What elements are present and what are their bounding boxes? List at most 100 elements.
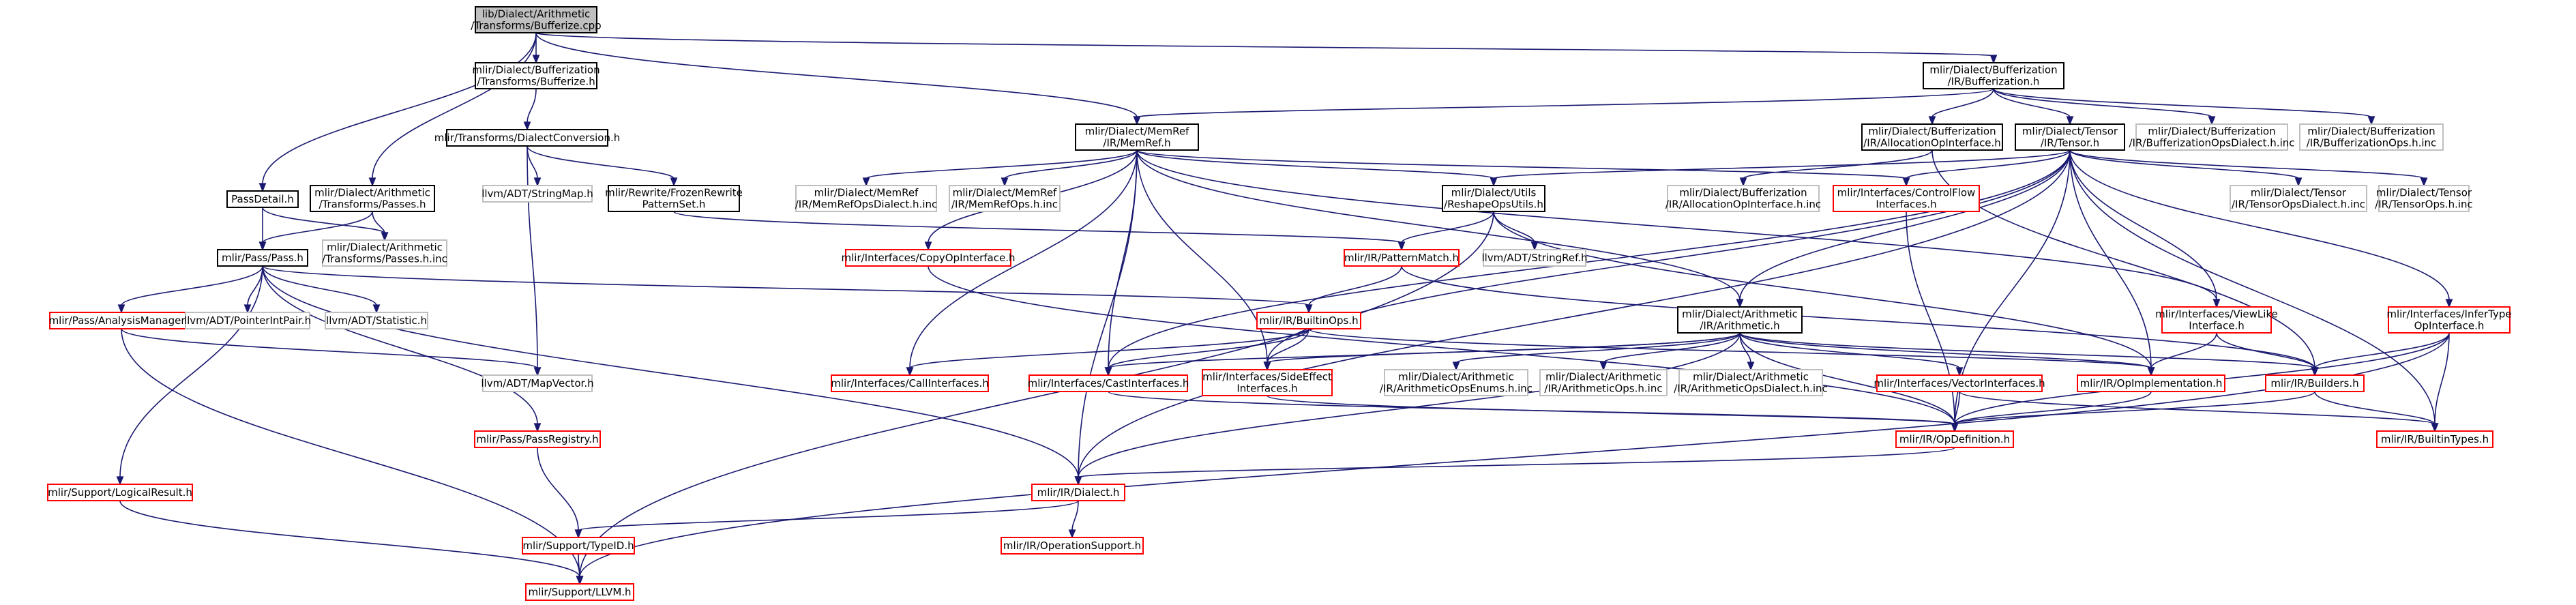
node-mlir-dialect-bufferization-ir-bufferization-h[interactable]: mlir/Dialect/Bufferization/IR/Bufferizat… [1923,62,2064,89]
edge-line [1739,332,1955,425]
node-mlir-dialect-memref-ir-memrefops-h-inc[interactable]: mlir/Dialect/MemRef/IR/MemRefOps.h.inc [949,185,1061,212]
node-lib-dialect-arithmetic-transforms-bufferize-cpp[interactable]: lib/Dialect/Arithmetic/Transforms/Buffer… [471,6,602,33]
node-box [1483,249,1586,267]
node-mlir-ir-builtintypes-h[interactable]: mlir/IR/BuiltinTypes.h [2376,430,2493,448]
edge-n_arith_h-to-n_dialect [1074,332,1741,486]
edge-line [1493,211,2152,369]
edge-arrowhead [2208,116,2216,126]
edge-arrowhead [532,55,540,64]
node-mlir-support-typeid-h[interactable]: mlir/Support/TypeID.h [522,537,635,555]
edge-n_memref-to-n_controlflow [1136,149,1910,187]
node-mlir-dialect-bufferization-transforms-bufferize-h[interactable]: mlir/Dialect/Bufferization/Transforms/Bu… [472,62,600,89]
node-box [1001,537,1144,555]
node-label: Interface.h [2189,320,2244,332]
edge-line [1954,391,2315,425]
node-box [446,129,608,147]
edge-n_dialect-to-n_typeid [574,500,1079,539]
node-mlir-dialect-arithmetic-ir-arithmeticops-h-inc[interactable]: mlir/Dialect/Arithmetic/IR/ArithmeticOps… [1539,369,1668,396]
edge-line [928,265,1955,425]
node-label: mlir/IR/OpDefinition.h [1899,433,2010,445]
node-llvm-adt-mapvector-h[interactable]: llvm/ADT/MapVector.h [481,374,594,392]
node-mlir-dialect-bufferization-ir-allocationopinterface-h-inc[interactable]: mlir/Dialect/Bufferization/IR/Allocation… [1665,185,1821,212]
edge-arrowhead [1739,177,1747,187]
node-label: mlir/Dialect/Bufferization [1679,187,1807,199]
node-box [1876,374,2043,392]
node-label: mlir/Interfaces/SideEffect [1202,371,1332,383]
node-mlir-dialect-bufferization-ir-allocationopinterface-h[interactable]: mlir/Dialect/Bufferization/IR/Allocation… [1861,123,2003,151]
edge-arrowhead [576,576,584,585]
node-mlir-ir-opimplementation-h[interactable]: mlir/IR/OpImplementation.h [2077,374,2225,392]
edge-n_tensor-to-n_arith_h [1736,149,2071,308]
edge-arrowhead [381,232,389,241]
node-mlir-dialect-tensor-ir-tensorops-h-inc[interactable]: mlir/Dialect/Tensor/IR/TensorOps.h.inc [2375,185,2473,212]
node-llvm-adt-stringref-h[interactable]: llvm/ADT/StringRef.h [1481,249,1588,267]
edge-arrowhead [1074,476,1082,486]
node-box [795,185,937,212]
node-label: mlir/Dialect/Bufferization [2148,126,2275,138]
node-label: mlir/Dialect/Tensor [2376,187,2472,199]
edge-line [1739,332,2152,369]
node-box [1202,369,1333,396]
node-mlir-interfaces-callinterfaces-h[interactable]: mlir/Interfaces/CallInterfaces.h [831,374,989,392]
node-mlir-dialect-memref-ir-memrefopsdialect-h-inc[interactable]: mlir/Dialect/MemRef/IR/MemRefOpsDialect.… [795,185,938,212]
edge-line [909,149,1138,369]
edge-n_builtinops-to-n_opimpl [1308,328,2155,377]
node-mlir-interfaces-copyopinterface-h[interactable]: mlir/Interfaces/CopyOpInterface.h [842,249,1016,267]
node-label: PatternSet.h [642,198,706,211]
node-mlir-support-llvm-h[interactable]: mlir/Support/LLVM.h [525,583,634,601]
node-mlir-dialect-arithmetic-ir-arithmeticopsdialect-h-inc[interactable]: mlir/Dialect/Arithmetic/IR/ArithmeticOps… [1674,369,1828,396]
node-mlir-dialect-bufferization-ir-bufferizationopsdialect-h-inc[interactable]: mlir/Dialect/Bufferization/IR/Bufferizat… [2129,123,2295,151]
node-passdetail-h[interactable]: PassDetail.h [226,190,299,208]
node-mlir-dialect-arithmetic-transforms-passes-h-inc[interactable]: mlir/Dialect/Arithmetic/Transforms/Passe… [322,239,447,267]
edge-root-to-n_passdetail [258,32,537,192]
node-mlir-interfaces-castinterfaces-h[interactable]: mlir/Interfaces/CastInterfaces.h [1028,374,1189,392]
node-mlir-dialect-tensor-ir-tensor-h[interactable]: mlir/Dialect/Tensor/IR/Tensor.h [2015,123,2125,151]
node-mlir-dialect-arithmetic-ir-arithmetic-h[interactable]: mlir/Dialect/Arithmetic/IR/Arithmetic.h [1677,306,1803,334]
node-box [949,185,1061,212]
node-label: /IR/TensorOps.h.inc [2375,198,2473,211]
node-mlir-dialect-bufferization-ir-bufferizationops-h-inc[interactable]: mlir/Dialect/Bufferization/IR/Bufferizat… [2299,123,2444,151]
edge-arrowhead [243,304,252,314]
node-mlir-dialect-tensor-ir-tensoropsdialect-h-inc[interactable]: mlir/Dialect/Tensor/IR/TensorOpsDialect.… [2230,185,2367,212]
node-mlir-dialect-memref-ir-memref-h[interactable]: mlir/Dialect/MemRef/IR/MemRef.h [1075,123,1199,151]
node-mlir-pass-pass-h[interactable]: mlir/Pass/Pass.h [217,249,308,267]
node-mlir-ir-builders-h[interactable]: mlir/IR/Builders.h [2265,374,2365,392]
node-mlir-support-logicalresult-h[interactable]: mlir/Support/LogicalResult.h [47,484,193,501]
edge-line [1108,332,1741,369]
edge-n_pass-to-n_passregistry [262,265,542,432]
node-llvm-adt-pointerintpair-h[interactable]: llvm/ADT/PointerIntPair.h [184,312,311,329]
node-mlir-ir-builtinops-h[interactable]: mlir/IR/BuiltinOps.h [1256,312,1361,329]
node-label: mlir/Support/TypeID.h [522,540,634,552]
node-llvm-adt-statistic-h[interactable]: llvm/ADT/Statistic.h [325,312,428,329]
node-mlir-dialect-arithmetic-ir-arithmeticopsenums-h-inc[interactable]: mlir/Dialect/Arithmetic/IR/ArithmeticOps… [1380,369,1533,396]
node-box [474,430,601,448]
node-mlir-ir-opdefinition-h[interactable]: mlir/IR/OpDefinition.h [1895,430,2014,448]
node-mlir-ir-dialect-h[interactable]: mlir/IR/Dialect.h [1031,484,1125,501]
node-mlir-dialect-arithmetic-transforms-passes-h[interactable]: mlir/Dialect/Arithmetic/Transforms/Passe… [310,185,435,212]
edge-line [1078,149,2071,478]
node-box [2161,306,2272,334]
node-mlir-ir-patternmatch-h[interactable]: mlir/IR/PatternMatch.h [1344,249,1460,267]
node-mlir-pass-analysismanager-h[interactable]: mlir/Pass/AnalysisManager.h [49,312,194,329]
node-mlir-dialect-utils-reshapeopsutils-h[interactable]: mlir/Dialect/Utils/ReshapeOpsUtils.h [1442,185,1545,212]
node-label: mlir/Dialect/Bufferization [1929,64,2057,76]
node-mlir-pass-passregistry-h[interactable]: mlir/Pass/PassRegistry.h [474,430,601,448]
node-mlir-transforms-dialectconversion-h[interactable]: mlir/Transforms/DialectConversion.h [434,129,620,147]
node-llvm-adt-stringmap-h[interactable]: llvm/ADT/StringMap.h [482,185,593,203]
edge-root-to-n_bufferization [535,32,1998,64]
edge-line [121,328,580,578]
edge-n_castint-to-n_opdef [1108,391,1959,432]
edge-line [578,500,1079,531]
node-mlir-interfaces-vectorinterfaces-h[interactable]: mlir/Interfaces/VectorInterfaces.h [1874,374,2045,392]
edge-n_passregistry-to-n_typeid [537,447,582,539]
node-mlir-ir-operationsupport-h[interactable]: mlir/IR/OperationSupport.h [1001,537,1144,555]
node-label: mlir/Interfaces/ControlFlow [1837,187,1976,199]
node-box [1075,123,1199,151]
node-label: mlir/Dialect/Arithmetic [1682,308,1798,321]
edge-n_bufferize_h-to-n_dialectconv [523,88,537,131]
